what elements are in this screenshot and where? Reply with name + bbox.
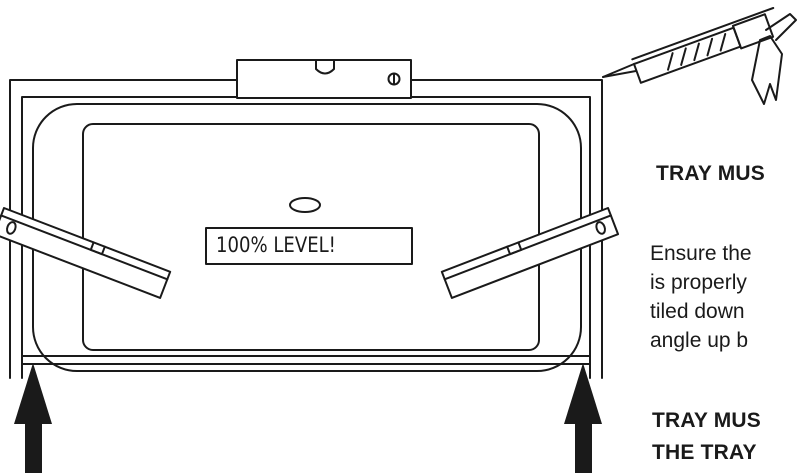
right-level-screw: [595, 221, 606, 235]
spirit-level-icon: [236, 59, 412, 99]
instruction-line-1: Ensure the: [650, 242, 752, 265]
top-level-body: [236, 59, 412, 99]
caulk-handle: [751, 35, 783, 105]
right-level-vial: [506, 241, 523, 256]
right-arrow-head: [564, 363, 602, 424]
left-arrow-shaft: [25, 420, 42, 473]
instruction-heading-1: TRAY MUS: [656, 162, 765, 185]
caulk-hatch-5: [719, 32, 727, 52]
drain-icon: [289, 197, 321, 213]
caulk-hatch-3: [693, 42, 700, 62]
arrow-up-icon: [14, 363, 52, 473]
left-level-vial: [89, 241, 106, 256]
caulk-trigger: [765, 13, 797, 41]
left-level-edge: [0, 214, 169, 281]
right-level-edge: [443, 214, 612, 281]
caulk-frame: [731, 13, 775, 50]
caulk-nozzle-1: [602, 63, 635, 78]
caulk-hatch-2: [680, 47, 687, 66]
instruction-line-4: angle up b: [650, 329, 749, 352]
right-level-body: [440, 207, 620, 299]
caulking-gun-icon: [602, 6, 797, 105]
left-level-body: [0, 207, 172, 299]
instruction-heading-2-line-1: TRAY MUS: [652, 409, 761, 432]
instruction-line-2: is properly: [650, 271, 747, 294]
instruction-heading-2-line-2: THE TRAY: [652, 441, 757, 464]
left-level-screw: [6, 221, 17, 235]
instruction-line-3: tiled down: [650, 300, 745, 323]
spirit-level-left: [0, 207, 172, 299]
caulk-hatch-1: [667, 52, 674, 71]
top-level-vial: [315, 59, 335, 75]
spirit-level-right: [440, 207, 620, 299]
left-arrow-head: [14, 363, 52, 424]
level-label-box: [205, 227, 413, 265]
caulk-nozzle-2: [602, 70, 637, 78]
arrow-up-icon-right: [564, 363, 602, 473]
caulk-hatch-4: [706, 37, 714, 57]
caulk-rod: [631, 6, 775, 61]
right-arrow-shaft: [575, 420, 592, 473]
level-label: 100% LEVEL!: [216, 233, 336, 257]
